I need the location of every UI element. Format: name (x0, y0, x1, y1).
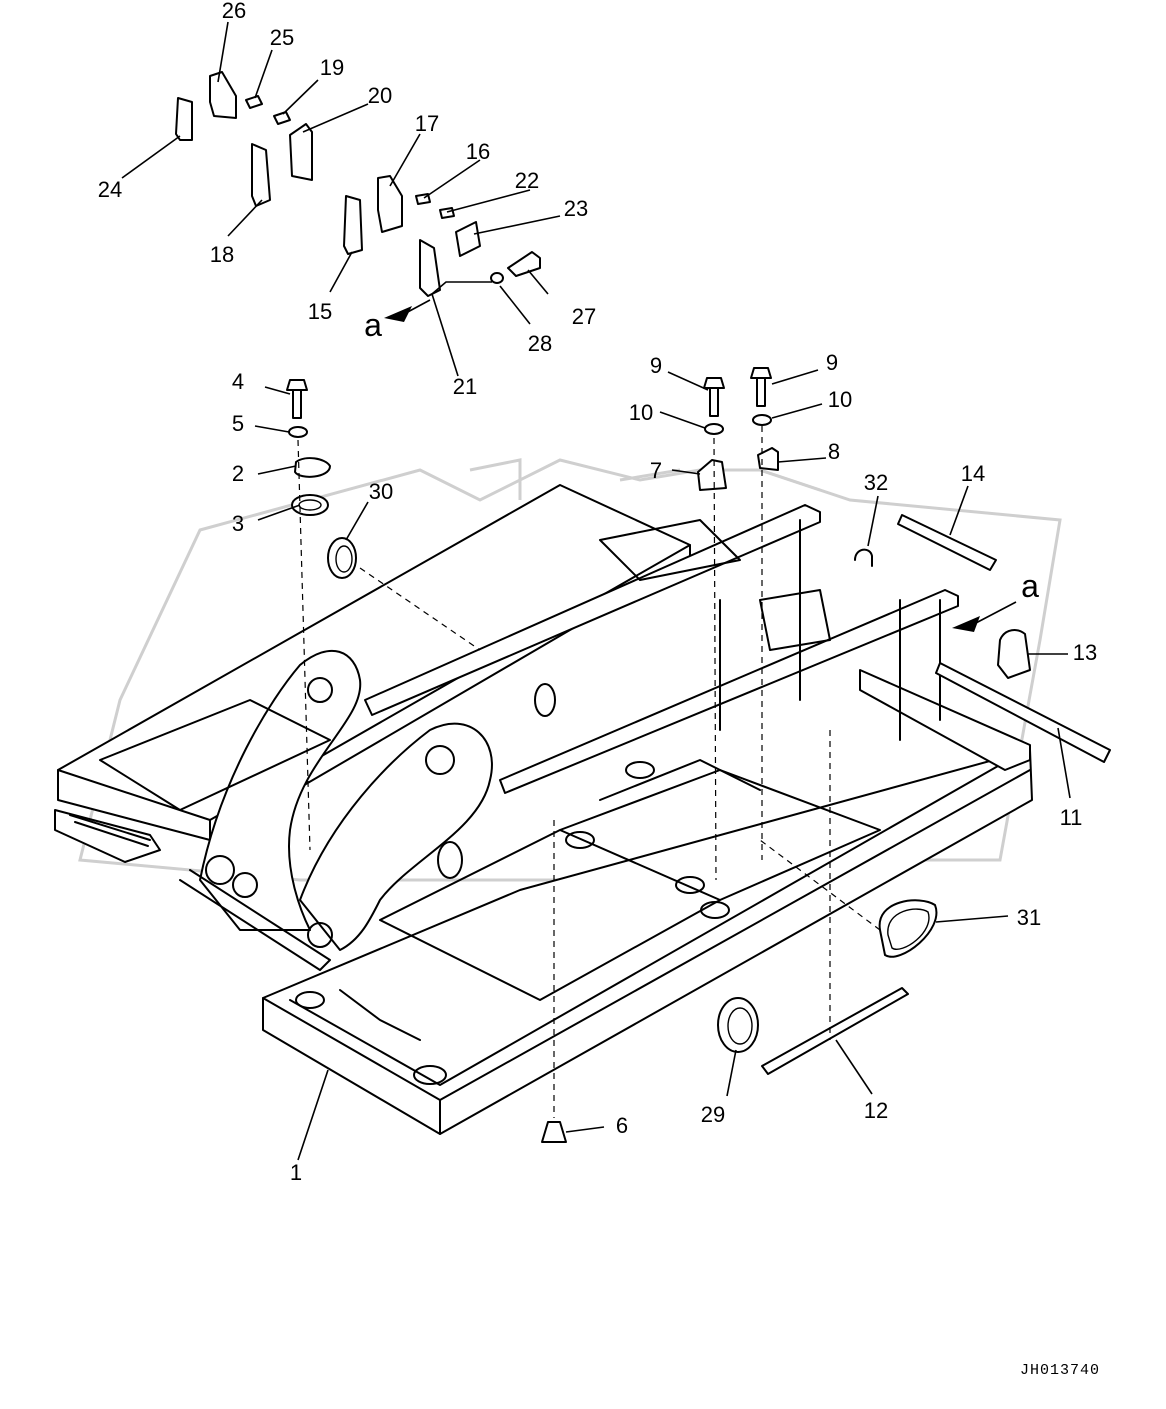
label-part-18: 18 (210, 242, 234, 267)
label-part-14: 14 (961, 461, 985, 486)
label-part-24: 24 (98, 177, 122, 202)
label-part-30: 30 (369, 479, 393, 504)
label-part-27: 27 (572, 304, 596, 329)
label-part-11: 11 (1060, 805, 1083, 830)
label-part-9-right: 9 (826, 350, 838, 375)
label-part-15: 15 (308, 299, 332, 324)
frame-main (54, 484, 1033, 1135)
label-part-12: 12 (864, 1098, 888, 1123)
label-part-16: 16 (466, 139, 490, 164)
label-part-4: 4 (232, 369, 244, 394)
label-part-21: 21 (453, 374, 477, 399)
small-parts (175, 71, 1111, 1143)
label-part-20: 20 (368, 83, 392, 108)
label-part-10-right: 10 (828, 387, 852, 412)
label-part-5: 5 (232, 411, 244, 436)
label-part-8: 8 (828, 439, 840, 464)
label-part-7: 7 (650, 458, 662, 483)
leader-lines (121, 21, 1071, 1161)
label-part-22: 22 (515, 168, 539, 193)
label-part-32: 32 (864, 470, 888, 495)
label-part-3: 3 (232, 511, 244, 536)
drawing-code: JH013740 (1020, 1362, 1100, 1379)
label-part-2: 2 (232, 461, 244, 486)
label-part-31: 31 (1017, 905, 1041, 930)
label-part-28: 28 (528, 331, 552, 356)
label-part-29: 29 (701, 1102, 725, 1127)
view-marker-a-right: a (1021, 568, 1039, 604)
part-labels: 1 2 3 4 5 6 7 8 9 9 10 10 11 12 13 14 15… (98, 0, 1097, 1185)
view-marker-a-upper: a (364, 307, 382, 343)
label-part-19: 19 (320, 55, 344, 80)
label-part-13: 13 (1073, 640, 1097, 665)
label-part-10-left: 10 (629, 400, 653, 425)
label-part-23: 23 (564, 196, 588, 221)
label-part-9-left: 9 (650, 353, 662, 378)
label-part-1: 1 (290, 1160, 302, 1185)
label-part-17: 17 (415, 111, 439, 136)
label-part-26: 26 (222, 0, 246, 23)
label-part-25: 25 (270, 25, 294, 50)
label-part-6: 6 (616, 1113, 628, 1138)
